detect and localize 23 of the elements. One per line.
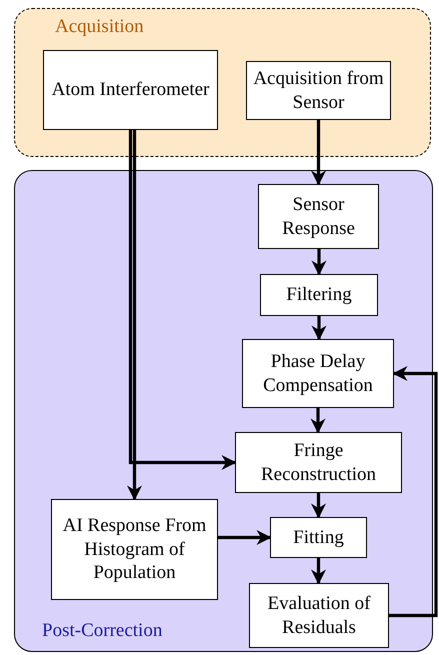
arrow [311, 558, 326, 584]
arrow [311, 493, 326, 518]
process-box: Acquisition from Sensor [246, 61, 391, 120]
arrow [389, 366, 438, 618]
group-title: Acquisition [55, 16, 144, 38]
arrow [312, 249, 326, 276]
process-box: Phase Delay Compensation [242, 339, 394, 408]
group-panel [14, 8, 431, 157]
arrow [312, 316, 326, 340]
arrow [128, 130, 236, 470]
group-title: Post-Correction [42, 620, 162, 642]
group-panel [14, 170, 433, 652]
process-box: Fitting [270, 517, 367, 558]
process-box: Sensor Response [258, 184, 379, 249]
arrow [310, 408, 326, 434]
process-box: Fringe Reconstruction [235, 432, 402, 493]
arrow [311, 120, 326, 186]
arrow [127, 130, 142, 500]
process-box: AI Response From Histogram of Population [51, 499, 218, 600]
process-box: Evaluation of Residuals [249, 583, 389, 648]
process-box: Atom Interferometer [43, 50, 218, 130]
process-box: Filtering [260, 274, 378, 316]
arrow [218, 530, 272, 545]
